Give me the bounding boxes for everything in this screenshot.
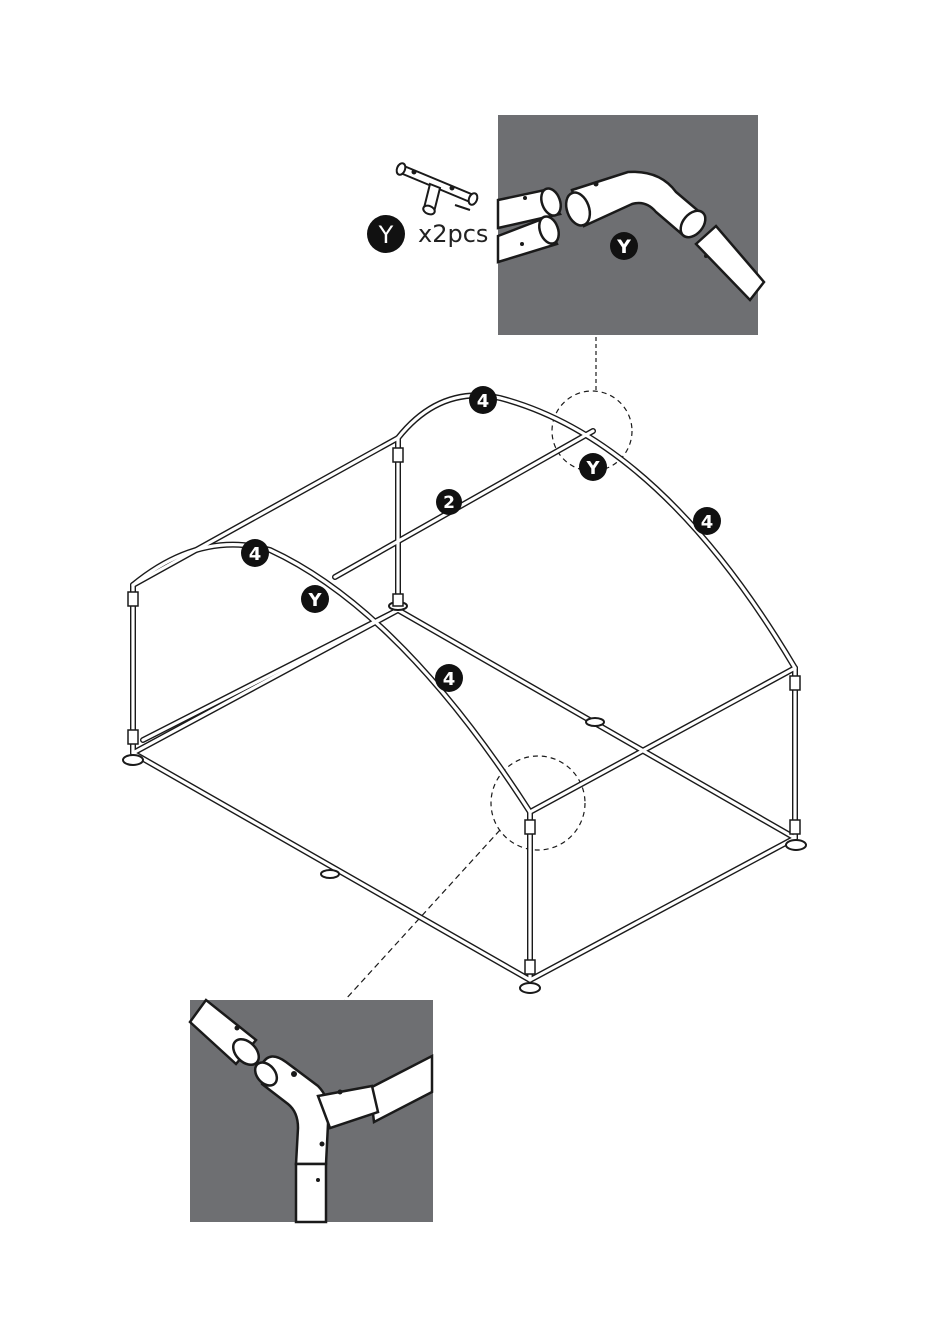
- foot-plates: [123, 602, 806, 993]
- label-arch-front-top: 4: [249, 544, 262, 565]
- foot-plate: [586, 718, 604, 726]
- label-arch-back-top: 4: [477, 391, 490, 412]
- base-rail: [133, 610, 795, 980]
- part-legend: Y x2pcs: [367, 162, 488, 253]
- t-connector-part-icon: [395, 162, 479, 216]
- foot-plate: [321, 870, 339, 878]
- arch-back: [398, 395, 795, 668]
- part-quantity: x2pcs: [418, 220, 488, 248]
- label-connector-front: Y: [307, 590, 322, 611]
- detail-y-letter: Y: [616, 236, 631, 258]
- eave-right: [530, 668, 795, 812]
- label-arch-back-right: 4: [701, 512, 714, 533]
- frame-labels: 4 4 4 4 2 Y Y: [241, 386, 721, 692]
- foot-plate: [786, 840, 806, 850]
- post-vertical: [296, 1164, 326, 1222]
- label-ridge: 2: [443, 493, 455, 513]
- part-y-letter: Y: [378, 221, 394, 249]
- detail-inset-bottom: [190, 1000, 433, 1222]
- label-connector-back: Y: [585, 458, 600, 479]
- label-arch-front-lower: 4: [443, 669, 456, 690]
- base-cross: [143, 610, 398, 740]
- arch-front: [133, 545, 530, 812]
- frame: [133, 395, 795, 980]
- detail-inset-top: Y: [498, 115, 764, 335]
- foot-plate: [520, 983, 540, 993]
- foot-plate: [123, 755, 143, 765]
- callout-line-bottom: [345, 830, 500, 1000]
